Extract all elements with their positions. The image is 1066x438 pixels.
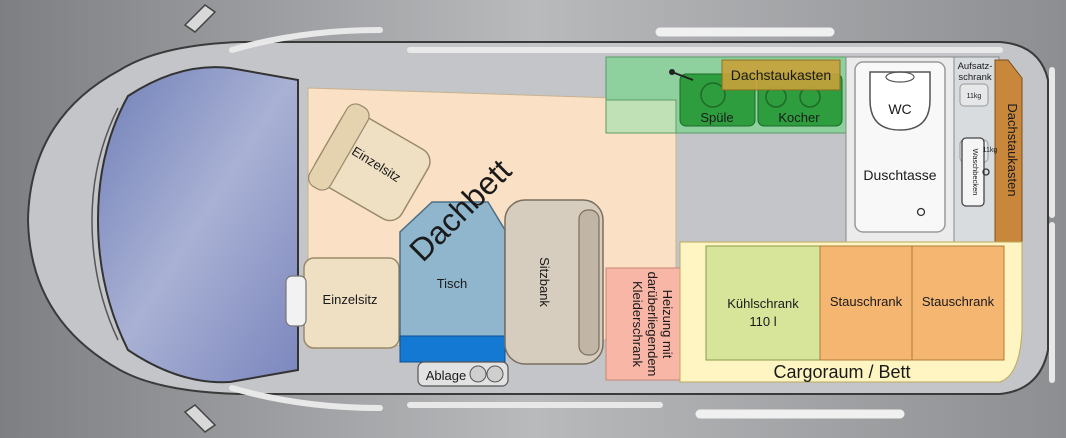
mirror-bottom — [183, 404, 217, 433]
label-heizung-2: darüberliegendem — [645, 272, 660, 377]
label-cargoraum: Cargoraum / Bett — [773, 362, 910, 382]
label-aufsatz-1: Aufsatz- — [958, 61, 993, 72]
dashboard-line — [91, 107, 119, 341]
label-einzelsitz-lower: Einzelsitz — [323, 292, 378, 307]
cupholder-2-icon — [486, 365, 504, 383]
toilet-icon — [869, 71, 931, 131]
washbasin-drain-icon — [982, 168, 990, 176]
ablage-blue-strip — [399, 335, 506, 363]
roof-box-top — [721, 59, 841, 91]
kitchen-overlap — [605, 99, 677, 134]
label-stauschrank-2: Stauschrank — [922, 294, 995, 309]
label-sitzbank: Sitzbank — [537, 257, 552, 307]
faucet-icon — [671, 71, 694, 81]
faucet-base — [669, 69, 675, 75]
sink-bowl — [700, 82, 726, 108]
roof-box-rear — [994, 59, 1023, 243]
label-kuehlschrank-1: Kühlschrank — [727, 296, 799, 311]
label-heizung-1: Heizung mit — [660, 290, 675, 359]
bench-backrest — [578, 209, 600, 356]
gas-bottle-1 — [959, 83, 989, 107]
lower-seat-headrest — [285, 275, 307, 327]
label-heizung-3: Kleiderschrank — [630, 281, 645, 367]
label-kocher: Kocher — [778, 110, 820, 125]
label-11kg-b: 11kg — [983, 147, 998, 154]
label-11kg-a: 11kg — [967, 93, 982, 100]
shower-drain-icon — [916, 207, 926, 217]
label-tisch: Tisch — [437, 276, 468, 291]
label-waschbecken: Waschbecken — [971, 149, 980, 196]
toilet-seat — [885, 71, 915, 83]
mirror-top — [183, 4, 217, 33]
label-stauschrank-1: Stauschrank — [830, 294, 903, 309]
label-duschtasse: Duschtasse — [863, 167, 936, 183]
label-spuele: Spüle — [700, 110, 733, 125]
cupholder-1-icon — [469, 365, 487, 383]
front-rail-bottom — [229, 385, 383, 411]
ablage-shelf — [417, 361, 509, 387]
label-dachstaukasten-top: Dachstaukasten — [731, 67, 831, 83]
label-aufsatz-2: schrank — [958, 72, 992, 83]
fridge — [705, 245, 821, 361]
storage-cabinet-1 — [819, 245, 913, 361]
windshield — [96, 66, 299, 384]
upper-single-seat — [307, 103, 431, 222]
label-ablage: Ablage — [426, 368, 466, 383]
label-dachstaukasten-right: Dachstaukasten — [1005, 103, 1020, 196]
washbasin — [961, 137, 985, 207]
front-rail-top — [229, 27, 383, 53]
label-kuehlschrank-2: 110 l — [749, 314, 776, 329]
label-wc: WC — [888, 101, 911, 117]
storage-cabinet-2 — [911, 245, 1005, 361]
